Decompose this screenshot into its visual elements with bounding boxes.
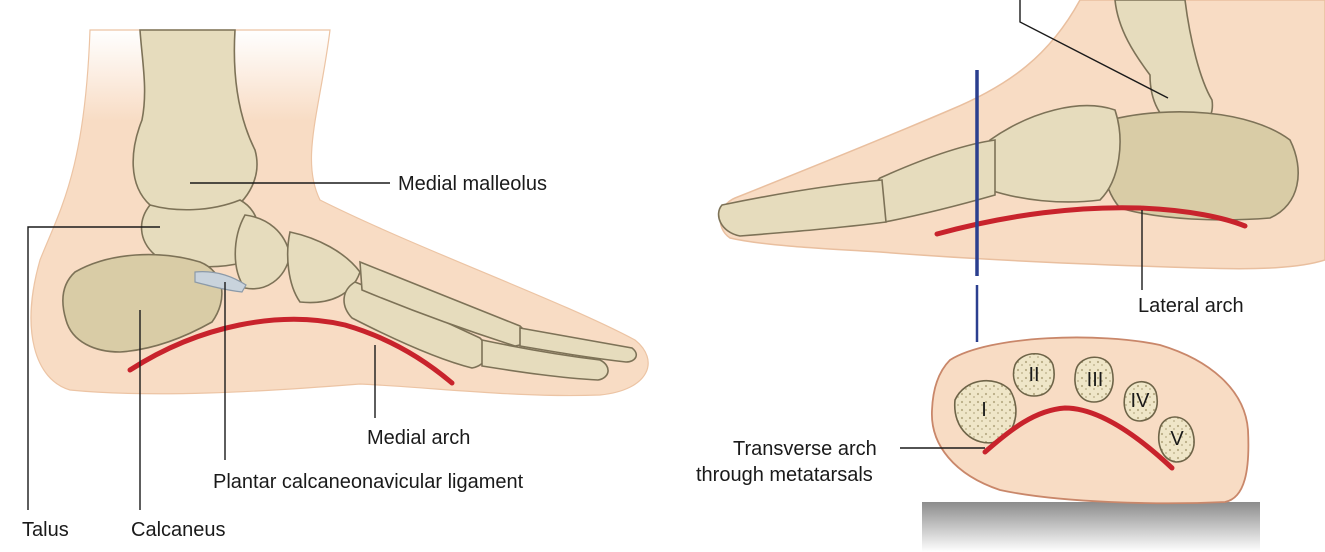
metatarsal-ii-label: II — [1028, 364, 1039, 386]
metatarsal-iii-label: III — [1087, 369, 1104, 391]
medial-malleolus-label: Medial malleolus — [398, 173, 547, 195]
medial-view-leaders — [27, 182, 390, 510]
metatarsal-iii: III — [1074, 356, 1114, 403]
transverse-arch-label-line1: Transverse arch — [733, 438, 877, 460]
lateral-calcaneus-bone — [1101, 111, 1299, 221]
metatarsal-i-label: I — [981, 399, 987, 421]
lateral-view-foot — [717, 0, 1325, 342]
metatarsal-iv-bone — [1123, 381, 1158, 422]
medial-arch-label: Medial arch — [367, 427, 470, 449]
lateral-arch-label: Lateral arch — [1138, 295, 1244, 317]
great-toe-phalanx — [481, 339, 609, 381]
metatarsal-iv-label: IV — [1131, 390, 1151, 412]
metatarsal-ii-bone — [1012, 352, 1055, 397]
metatarsal-v: V — [1158, 416, 1195, 463]
metatarsal-ii: II — [1012, 352, 1055, 397]
transverse-arch-line — [982, 405, 1175, 471]
cuneiform-bone — [286, 231, 361, 304]
top-leader — [1019, 0, 1169, 99]
lateral-toe-bones — [717, 179, 887, 237]
metatarsal-iii-bone — [1074, 356, 1114, 403]
transverse-section: I II III IV V — [900, 336, 1260, 552]
cross-section-outline — [931, 336, 1250, 505]
metatarsal-sections: I II III IV V — [954, 352, 1195, 463]
metatarsal-iv: IV — [1123, 381, 1158, 422]
medial-view-foot — [30, 29, 649, 397]
toe-phalanges — [519, 327, 638, 363]
medial-arch-line — [127, 316, 455, 386]
lateral-arch-line — [934, 205, 1248, 237]
metatarsal-v-label: V — [1170, 428, 1184, 450]
talus-leader — [27, 226, 160, 510]
talus-label: Talus — [22, 519, 69, 541]
metatarsal-i-bone — [954, 379, 1017, 444]
transverse-arch-label-line2: through metatarsals — [696, 464, 873, 486]
navicular-bone — [234, 214, 291, 290]
calcaneus-bone — [61, 253, 223, 353]
calcaneus-label: Calcaneus — [131, 519, 226, 541]
metatarsal-i: I — [954, 379, 1017, 444]
lateral-view-leaders — [1019, 0, 1169, 290]
metatarsal-v-bone — [1158, 416, 1195, 463]
plantar-calcaneonavicular-ligament — [194, 271, 247, 293]
plantar-ligament-label: Plantar calcaneonavicular ligament — [213, 471, 524, 493]
ground-surface — [922, 502, 1260, 552]
